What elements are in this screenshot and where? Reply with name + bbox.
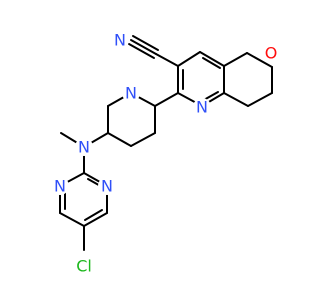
atom-label: N (101, 177, 113, 196)
atom-label: N (54, 177, 66, 196)
atom-labels: N O N N N N N Cl (51, 31, 280, 277)
bond (154, 92, 179, 107)
atom-label: N (78, 138, 90, 157)
molecule-structure: N O N N N N N Cl (51, 30, 280, 277)
atom-label: N (196, 98, 208, 117)
atom-label: O (265, 44, 278, 63)
bond (155, 53, 179, 67)
bond (246, 52, 273, 68)
bond (223, 52, 248, 67)
bond (223, 92, 249, 107)
pyrimidine-n1-atom: N (98, 177, 116, 196)
nitrile-triple-bond (132, 35, 159, 51)
nitrile-triple-bond (130, 39, 157, 55)
amine-n-atom: N (75, 138, 93, 157)
atom-label: Cl (76, 257, 92, 276)
bond (83, 212, 108, 227)
piperidine-n-atom: N (122, 84, 140, 103)
nitrile-n-atom: N (111, 31, 129, 50)
pyridine-n-atom: N (193, 98, 211, 117)
bond (130, 132, 156, 147)
bond (59, 212, 85, 227)
nitrile-triple-bond (128, 43, 155, 59)
chlorine-atom: Cl (72, 255, 96, 277)
pyrimidine-n2-atom: N (51, 177, 69, 196)
bonds (59, 35, 273, 251)
bond (107, 132, 132, 147)
atom-label: N (114, 31, 126, 50)
double-bond-inner (202, 57, 221, 69)
atom-label: N (125, 84, 137, 103)
bond (177, 51, 201, 67)
ring-o-atom: O (262, 44, 280, 63)
bond (247, 92, 273, 107)
bond (199, 51, 225, 67)
double-bond-inner (84, 209, 103, 221)
